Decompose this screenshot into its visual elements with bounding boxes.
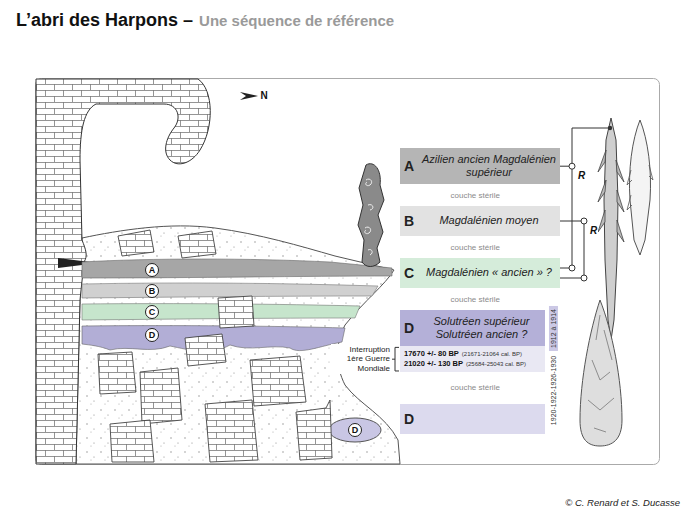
leader-line <box>572 128 609 163</box>
layer-letter: B <box>149 287 156 296</box>
title: L’abri des Harpons – <box>16 10 193 30</box>
layer-marker: A <box>145 263 159 277</box>
connector-end <box>581 275 587 281</box>
excavation-years: 1920-1922-1926-1930 <box>549 353 558 428</box>
refit-label: R <box>589 225 598 236</box>
layer-letter: D <box>149 331 156 340</box>
layer-letter: A <box>149 266 156 275</box>
layer-d-lower <box>329 418 381 442</box>
layer-letter: D <box>352 426 359 435</box>
layer-box: DSolutréen supérieur Solutréen ancien ?1… <box>400 310 545 372</box>
refit-label: R <box>577 170 586 181</box>
box-header: CMagdalénien « ancien » ? <box>400 258 560 288</box>
box-header: BMagdalénien moyen <box>400 206 560 236</box>
date-line: 21020 +/- 130 BP(25684-25043 cal. BP) <box>404 359 541 369</box>
frame <box>36 79 660 465</box>
caption: © C. Renard et S. Ducasse <box>565 497 680 508</box>
refit-connector <box>560 221 584 278</box>
blocks <box>98 230 332 462</box>
layer-marker: D <box>348 423 362 437</box>
excavation-years: 1912 à 1914 <box>548 306 557 351</box>
sediment <box>76 226 400 464</box>
radiocarbon-date: 21020 +/- 130 BP <box>404 359 463 369</box>
box-header: DSolutréen supérieur Solutréen ancien ? <box>400 310 545 346</box>
layer-letter: A <box>404 158 422 174</box>
leader-dot <box>608 126 612 130</box>
date-line: 17670 +/- 80 BP(21671-21064 cal. BP) <box>404 349 541 359</box>
subtitle: Une séquence de référence <box>199 12 394 29</box>
layer-marker: D <box>145 328 159 342</box>
harpoon-drawing-right <box>598 118 653 340</box>
layer-letter: D <box>404 320 422 336</box>
layer-letter: C <box>149 308 156 317</box>
box-header: AAzilien ancien Magdalénien supérieur <box>400 148 560 184</box>
connector-end <box>569 163 575 169</box>
layer-box: D <box>400 404 545 434</box>
layer-culture: Magdalénien « ancien » ? <box>422 266 556 279</box>
title-row: L’abri des Harpons – Une séquence de réfé… <box>16 10 394 31</box>
calibrated-date: (25684-25043 cal. BP) <box>466 361 526 369</box>
layer-letter: B <box>404 213 422 229</box>
radiocarbon-date: 17670 +/- 80 BP <box>404 349 459 359</box>
layer-box: CMagdalénien « ancien » ? <box>400 258 560 288</box>
date-band: 17670 +/- 80 BP(21671-21064 cal. BP)2102… <box>400 346 545 372</box>
refit-connector <box>560 166 572 268</box>
layer-a <box>82 259 392 278</box>
north-arrow <box>240 92 258 100</box>
interruption-note: Interruption 1ère Guerre Mondiale <box>331 344 391 374</box>
layer-marker: B <box>145 284 159 298</box>
harpoon-drawing-left <box>358 164 384 267</box>
solutrean-point <box>580 300 622 446</box>
layer-culture: Solutréen supérieur Solutréen ancien ? <box>422 315 541 341</box>
sterile-layer-label: couche stérile <box>451 383 500 392</box>
layer-box: BMagdalénien moyen <box>400 206 560 236</box>
layer-letter: C <box>404 265 422 281</box>
north-label: N <box>261 90 268 101</box>
box-header: D <box>400 404 545 434</box>
layer-culture: Magdalénien moyen <box>422 214 556 227</box>
connector-end <box>581 218 587 224</box>
layer-b <box>82 283 378 298</box>
sterile-layer-label: couche stérile <box>451 243 500 252</box>
layer-culture: Azilien ancien Magdalénien supérieur <box>422 153 556 179</box>
sterile-layer-label: couche stérile <box>451 295 500 304</box>
calibrated-date: (21671-21064 cal. BP) <box>462 351 522 359</box>
sterile-layer-label: couche stérile <box>451 191 500 200</box>
connector-end <box>569 265 575 271</box>
layer-marker: C <box>145 305 159 319</box>
interruption-bracket <box>392 347 399 371</box>
layer-letter: D <box>404 411 422 427</box>
layer-box: AAzilien ancien Magdalénien supérieur <box>400 148 560 184</box>
